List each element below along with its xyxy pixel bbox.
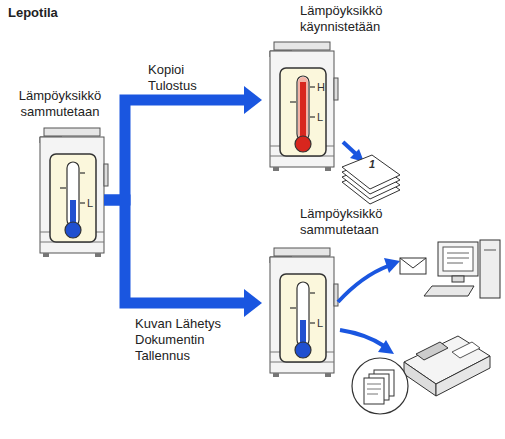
edge-label: Kopioi Tulostus [148, 62, 218, 94]
callout-circle [352, 358, 408, 414]
fax-side [404, 362, 436, 396]
page-number: 1 [369, 157, 375, 171]
thermo-bulb [295, 342, 311, 358]
node-caption: Lämpöyksikkö käynnistetään [300, 3, 392, 35]
node-caption: Lämpöyksikkö sammutetaan [16, 88, 104, 120]
fax-front [436, 356, 490, 396]
paper-sheet [342, 155, 400, 189]
envelope-flap [400, 258, 426, 268]
arrow-shaft [340, 330, 384, 346]
screen-line [447, 253, 469, 254]
printer-node: Lämpöyksikkö käynnistetään [262, 3, 392, 175]
printer-body [270, 248, 338, 377]
thermo-bulb [295, 136, 311, 152]
thermo-level: L [87, 196, 93, 210]
screen-line [447, 258, 469, 259]
diagram-title: Lepotila [8, 5, 58, 20]
send-arrow [338, 258, 400, 302]
printer-node: Lämpöyksikkö sammutetaan [16, 88, 104, 258]
flow-connector [104, 200, 262, 317]
printer-cold [270, 248, 338, 377]
paper-stack [342, 155, 400, 204]
arrow-head [378, 340, 394, 354]
monitor [438, 242, 478, 276]
flow-connector [104, 86, 262, 200]
arrow-shaft [338, 266, 388, 302]
printer-body [270, 42, 338, 171]
computer [400, 240, 500, 298]
fax-arrow [340, 330, 394, 354]
arrow-shaft [343, 142, 356, 154]
thermo-level: H [317, 80, 325, 94]
printer-node: Lämpöyksikkö sammutetaan [262, 206, 392, 380]
printer-cold [40, 128, 108, 257]
thermo-bulb [65, 222, 81, 238]
screen [443, 247, 473, 271]
fax-keypad [452, 342, 480, 358]
document [364, 378, 384, 404]
arrow-head [244, 289, 262, 317]
thermo-fluid [300, 82, 306, 144]
stored-documents [352, 358, 408, 414]
tower [480, 240, 500, 298]
connector-line [104, 100, 245, 200]
thermo-level: L [317, 110, 323, 124]
arrow-head [244, 86, 262, 114]
arrow-head [384, 258, 400, 273]
connector-line [104, 200, 245, 303]
printer-body [40, 128, 108, 257]
doc-line [367, 389, 381, 390]
node-caption: Lämpöyksikkö sammutetaan [300, 206, 392, 238]
drive-slot [484, 250, 496, 251]
doc-line [367, 384, 381, 385]
envelope [400, 258, 426, 274]
fax-machine [404, 336, 490, 396]
edge-label: Kuvan Lähetys Dokumentin Tallennus [135, 316, 235, 364]
screen-line [447, 263, 463, 264]
printer-hot [270, 42, 338, 171]
fax-handset [416, 342, 448, 360]
monitor-stand [452, 276, 464, 282]
thermo-level: L [317, 316, 323, 330]
doc-line [367, 394, 378, 395]
keyboard [424, 286, 474, 296]
